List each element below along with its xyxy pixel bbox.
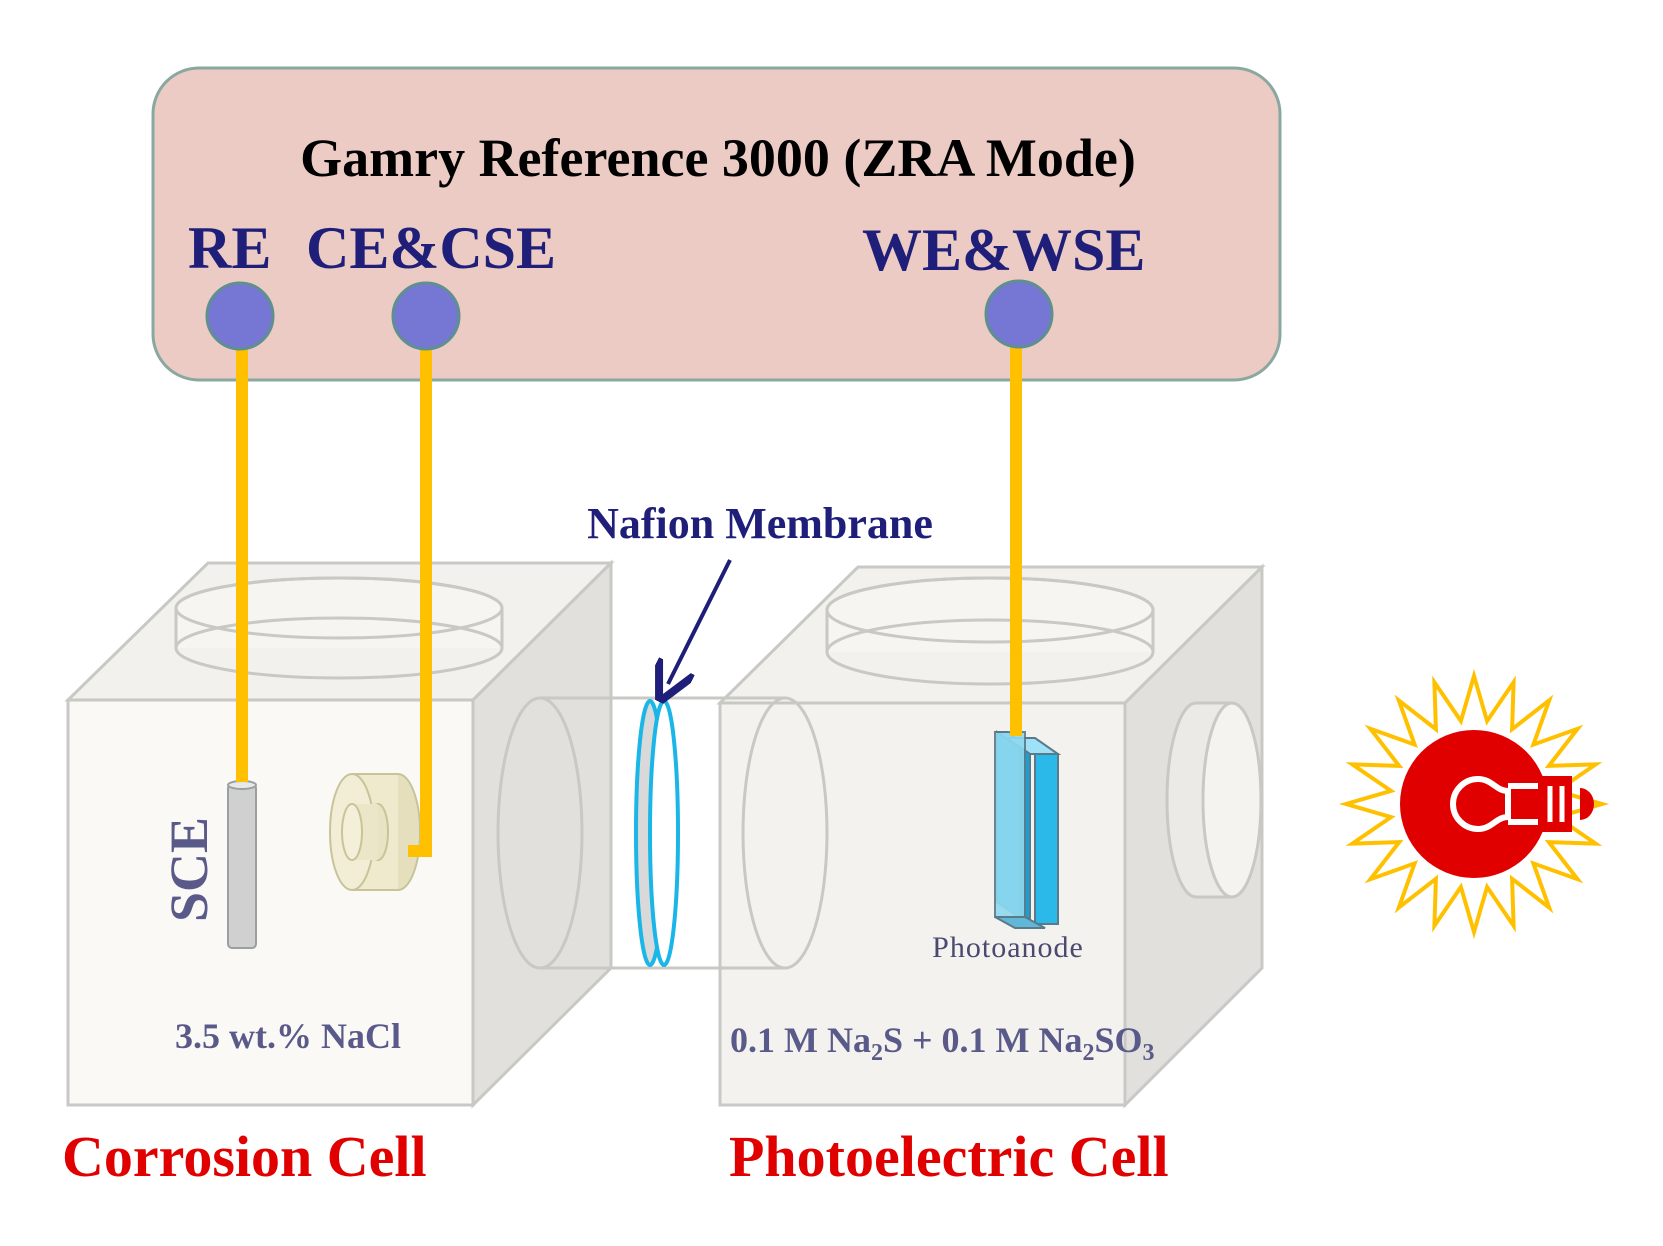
- terminal-re: [205, 281, 275, 351]
- lightbulb-sun-icon: [1338, 668, 1610, 940]
- wires: [236, 318, 1022, 857]
- instrument-title: Gamry Reference 3000 (ZRA Mode): [300, 128, 1136, 188]
- terminal-label-re: RE: [188, 215, 271, 281]
- connecting-tube: [496, 696, 829, 970]
- wire-ce: [408, 318, 432, 857]
- arrow-down-left-icon: [668, 559, 732, 684]
- photoanode-label: Photoanode: [932, 931, 1084, 964]
- sce-label: SCE: [159, 817, 219, 922]
- photo-electrolyte: 0.1 M Na2S + 0.1 M Na2SO3: [730, 1020, 1155, 1066]
- nafion-membrane: [634, 699, 680, 967]
- terminals: [205, 279, 1054, 351]
- photoelectric-cell-box: [716, 563, 1266, 1109]
- instrument-box: Gamry Reference 3000 (ZRA Mode) RE CE&CS…: [151, 66, 1282, 382]
- counter-electrode: [329, 773, 421, 891]
- terminal-label-ce: CE&CSE: [306, 215, 556, 281]
- photoelectric-cell-title: Photoelectric Cell: [729, 1124, 1169, 1189]
- terminal-ce: [391, 281, 461, 351]
- photoanode: [993, 730, 1062, 929]
- terminal-label-we: WE&WSE: [862, 217, 1145, 283]
- sce-electrode: [227, 780, 257, 949]
- corrosion-electrolyte: 3.5 wt.% NaCl: [175, 1016, 401, 1056]
- corrosion-cell-title: Corrosion Cell: [62, 1124, 427, 1189]
- membrane-label: Nafion Membrane: [587, 499, 933, 548]
- terminal-we: [984, 279, 1054, 349]
